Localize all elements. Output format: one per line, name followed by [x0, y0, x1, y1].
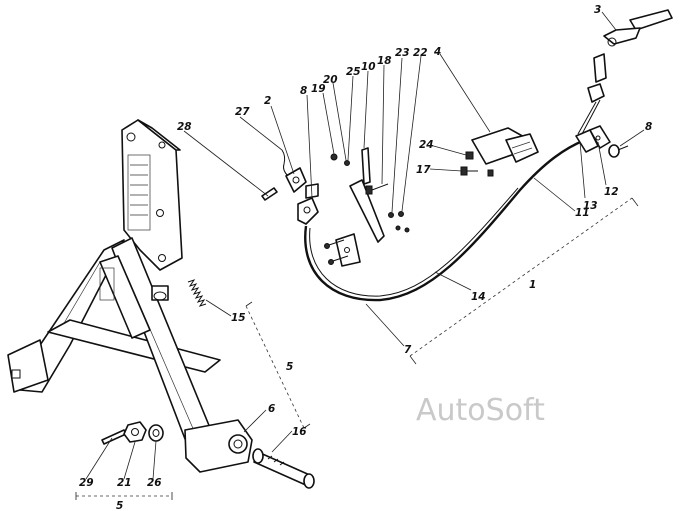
bolt-24	[465, 151, 474, 160]
cable-sheath-14	[304, 138, 586, 302]
nut-23	[388, 212, 394, 218]
callout-8-left: 8	[300, 85, 307, 97]
callout-25: 25	[346, 66, 361, 78]
watermark: AutoSoft	[416, 393, 545, 428]
callout-18: 18	[377, 55, 392, 67]
callout-7: 7	[404, 344, 412, 356]
bolt-18	[365, 183, 389, 195]
bracket-10	[349, 147, 385, 243]
group-bracket-5-lower	[75, 492, 173, 500]
lever-handle-3	[577, 9, 673, 135]
nut-19	[330, 153, 338, 161]
plate-bracket	[335, 233, 361, 267]
callout-8-right: 8	[645, 121, 652, 133]
callout-28: 28	[177, 121, 192, 133]
washer-26	[148, 424, 164, 442]
callout-6: 6	[268, 403, 275, 415]
callout-26: 26	[147, 477, 162, 489]
bolts-small	[324, 239, 349, 265]
callout-labels: 1 2 3 4 5 5 6 7 8 8 10 11 12 13 14 15 16…	[79, 4, 652, 511]
callout-5-lower: 5	[116, 500, 123, 511]
fitting-12	[589, 125, 611, 149]
cable-end-8	[297, 197, 319, 225]
group-bracket-5-upper	[245, 301, 311, 429]
callout-16: 16	[292, 426, 307, 438]
callout-15: 15	[231, 312, 246, 324]
support-frame	[7, 119, 253, 473]
nut-21	[123, 421, 147, 443]
nut-22	[398, 211, 404, 217]
callout-22: 22	[413, 47, 428, 59]
callout-12: 12	[604, 186, 619, 198]
pin-16	[252, 448, 315, 489]
callout-14: 14	[471, 291, 486, 303]
cable-wire-7	[309, 187, 519, 297]
cotter-28	[261, 187, 278, 201]
callout-10: 10	[361, 61, 376, 73]
callout-1: 1	[529, 279, 536, 291]
mount-bracket-4	[471, 127, 539, 165]
callout-23: 23	[395, 47, 410, 59]
callout-17: 17	[416, 164, 431, 176]
callout-11: 11	[575, 207, 590, 219]
callout-21: 21	[117, 477, 132, 489]
cotter-pin-29	[101, 429, 127, 445]
lever-2	[285, 167, 319, 199]
callout-24: 24	[419, 139, 434, 151]
callout-2: 2	[264, 95, 271, 107]
callout-20: 20	[323, 74, 338, 86]
callout-19: 19	[311, 83, 326, 95]
callout-5-upper: 5	[286, 361, 293, 373]
spring-15	[187, 279, 207, 307]
callout-4: 4	[433, 46, 441, 58]
bolt-8	[608, 144, 629, 158]
nut-20	[344, 160, 350, 166]
callout-13: 13	[583, 200, 598, 212]
group-bracket-1	[409, 197, 639, 365]
callout-27: 27	[235, 106, 250, 118]
spring-clip-27	[281, 149, 289, 177]
leader-lines	[85, 11, 645, 480]
callout-29: 29	[79, 477, 94, 489]
callout-3: 3	[594, 4, 601, 16]
bolt-17	[460, 166, 478, 176]
